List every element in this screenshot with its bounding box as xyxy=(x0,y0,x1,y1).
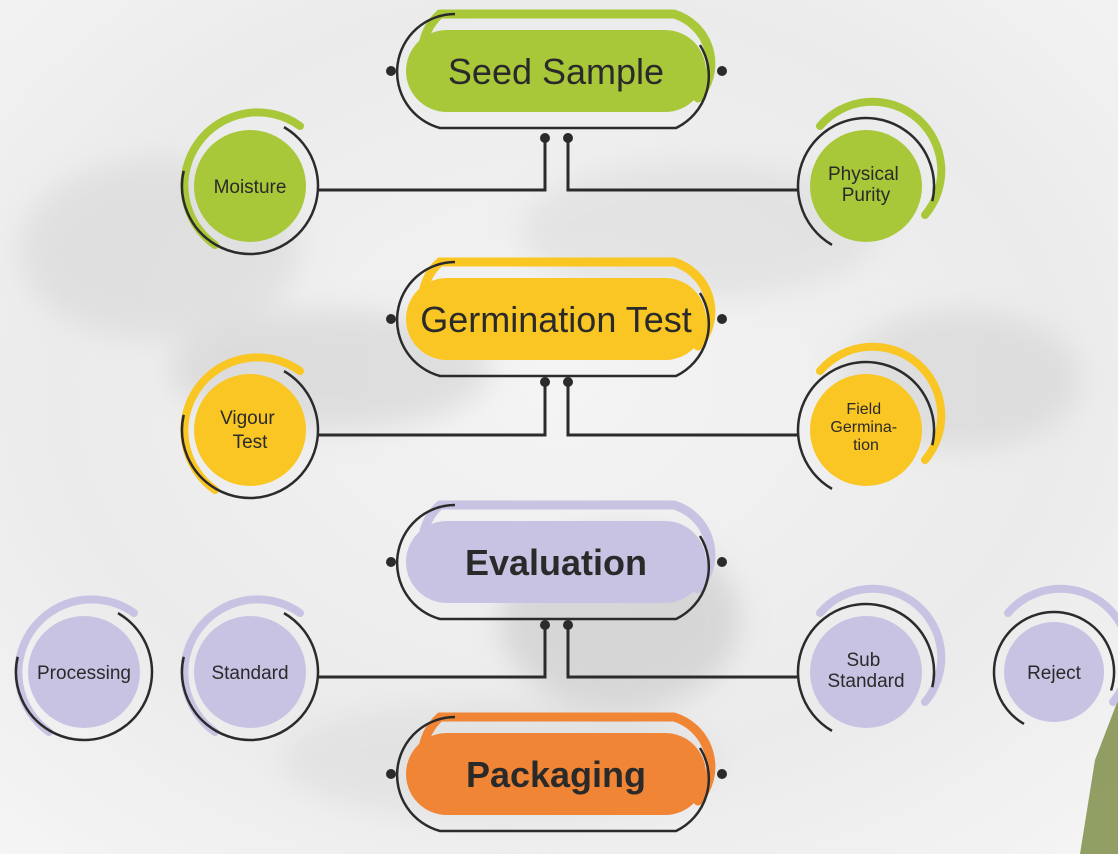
connector-dots xyxy=(540,133,573,630)
test-field-germination: Field Germina- tion xyxy=(796,342,946,500)
svg-text:Standard: Standard xyxy=(211,663,288,684)
test-standard: Standard xyxy=(180,595,320,742)
test-label-processing-line1: Processing xyxy=(37,663,131,684)
test-label-standard-line1: Standard xyxy=(211,663,288,684)
connector-germination-field xyxy=(566,382,798,437)
test-label-field-germination-line2: Germina- xyxy=(830,419,897,436)
test-label-field-germination-line3: tion xyxy=(853,437,879,454)
stage-seed-sample: Seed Sample xyxy=(386,9,727,130)
stage-germination-test: Germination Test xyxy=(386,257,727,378)
connector-seed-purity xyxy=(566,138,798,192)
test-label-sub-standard-line2: Standard xyxy=(827,671,904,692)
test-vigour: Vigour Test xyxy=(180,353,320,500)
connector-evaluation-standard xyxy=(318,625,547,679)
test-label-physical-purity-line2: Purity xyxy=(842,185,891,206)
svg-text:Processing: Processing xyxy=(37,663,131,684)
leaf-corner xyxy=(1080,700,1118,854)
test-sub-standard: Sub Standard xyxy=(796,584,946,742)
svg-text:Physical Purity: Physical Purity xyxy=(828,164,904,206)
svg-text:Vigour Test: Vigour Test xyxy=(220,408,280,453)
test-label-sub-standard-line1: Sub xyxy=(846,650,880,671)
test-label-field-germination-line1: Field xyxy=(846,401,881,418)
connector-germination-vigour xyxy=(318,382,547,437)
test-moisture: Moisture xyxy=(180,108,320,256)
svg-text:Field Germina- tio: Field Germina- tion xyxy=(830,401,901,454)
test-label-reject-line1: Reject xyxy=(1027,663,1082,684)
stage-label-packaging: Packaging xyxy=(466,754,646,795)
stage-label-seed-sample: Seed Sample xyxy=(448,51,664,92)
test-label-vigour-line1: Vigour xyxy=(220,408,275,429)
stage-evaluation: Evaluation xyxy=(386,500,727,621)
test-physical-purity: Physical Purity xyxy=(796,97,946,256)
stage-packaging: Packaging xyxy=(386,712,727,833)
test-label-physical-purity-line1: Physical xyxy=(828,164,899,185)
test-label-vigour-line2: Test xyxy=(233,432,269,453)
svg-text:Moisture: Moisture xyxy=(214,177,287,198)
svg-text:Reject: Reject xyxy=(1027,663,1082,684)
connector-evaluation-substandard xyxy=(566,625,798,679)
connector-seed-moisture xyxy=(318,138,547,192)
svg-text:Sub Standard: Sub Standard xyxy=(827,650,904,692)
stage-label-evaluation: Evaluation xyxy=(465,542,647,583)
test-reject: Reject xyxy=(992,584,1118,734)
test-processing: Processing xyxy=(14,595,154,742)
connector-lines xyxy=(318,138,798,679)
stage-label-germination-test: Germination Test xyxy=(420,299,691,340)
test-label-moisture-line1: Moisture xyxy=(214,177,287,198)
